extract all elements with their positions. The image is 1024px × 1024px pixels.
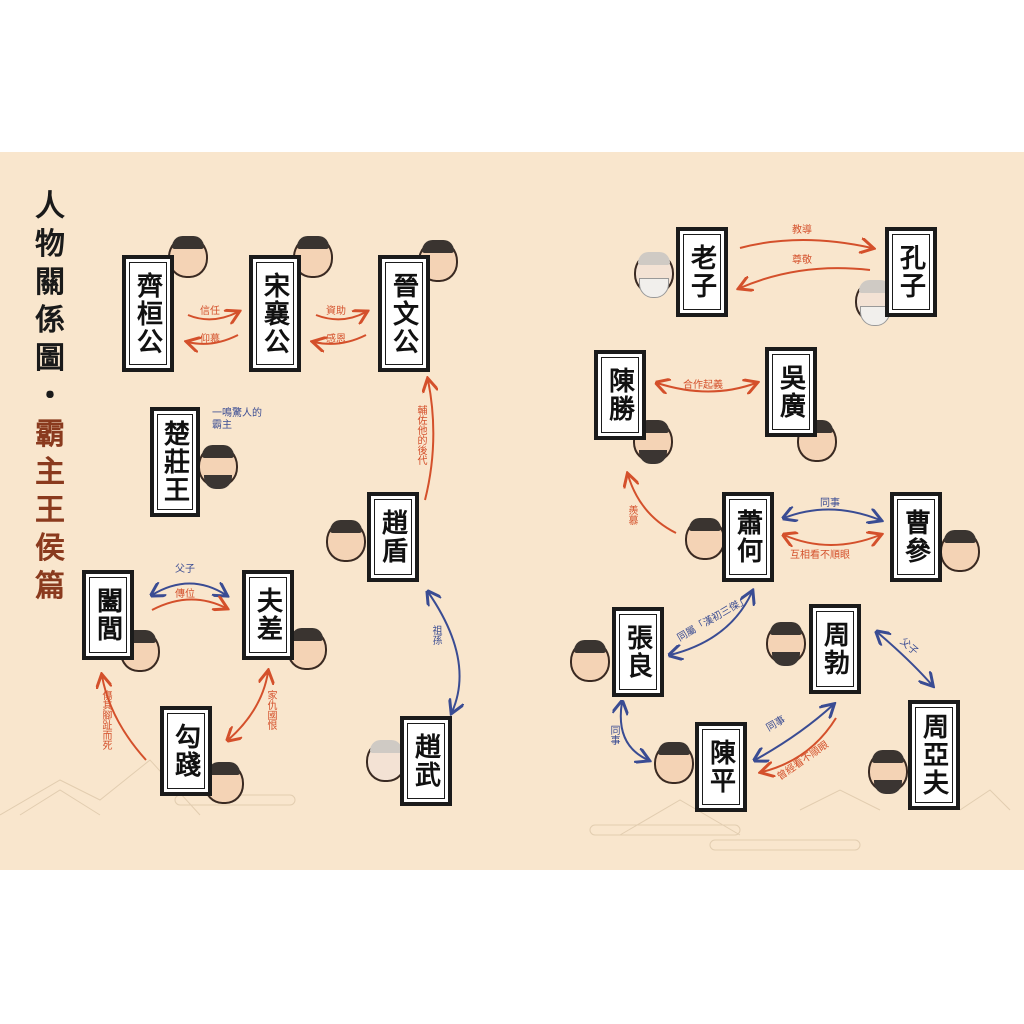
card-song-xiang-gong: 宋襄公 — [249, 255, 301, 372]
zhao-wu-portrait — [366, 740, 406, 782]
arrow-feud — [228, 672, 268, 740]
xiao-he-portrait — [685, 518, 725, 560]
card-zhang-liang: 張良 — [612, 607, 664, 697]
name-label: 周勃 — [819, 621, 850, 677]
arrow-father-son-1 — [152, 584, 226, 596]
label-feud: 家仇國恨 — [265, 690, 276, 730]
arrow-pass-throne — [151, 599, 226, 610]
card-jin-wen-gong: 晉文公 — [378, 255, 430, 372]
label-respect: 尊敬 — [792, 255, 812, 266]
arrow-admire — [188, 334, 239, 344]
card-zhou-ya-fu: 周亞夫 — [908, 700, 960, 810]
name-label: 陳平 — [705, 739, 736, 795]
qi-huan-gong-portrait — [168, 236, 208, 278]
card-zhao-dun: 趙盾 — [367, 492, 419, 582]
arrow-teach — [739, 240, 872, 248]
arrow-dislike-once — [762, 717, 837, 772]
arrow-dislike-mutual — [784, 535, 880, 545]
card-zhou-bo: 周勃 — [809, 604, 861, 694]
chu-zhuang-wang-portrait — [198, 445, 238, 489]
zhang-liang-portrait — [570, 640, 610, 682]
card-zhao-wu: 趙武 — [400, 716, 452, 806]
arrow-grand — [428, 592, 460, 712]
label-chu-note: 一鳴驚人的霸主 — [212, 408, 262, 431]
card-cao-can: 曹參 — [890, 492, 942, 582]
name-label: 周亞夫 — [918, 713, 949, 797]
name-label: 曹參 — [900, 509, 931, 565]
name-label: 蕭何 — [732, 509, 763, 565]
card-fu-chai: 夫差 — [242, 570, 294, 660]
name-label: 孔子 — [895, 244, 926, 300]
title-main: 人物關係圖 — [35, 189, 65, 376]
arrow-colleague-2 — [755, 705, 833, 760]
label-colleague-1: 同事 — [820, 498, 840, 509]
name-label: 趙盾 — [377, 509, 408, 565]
chen-ping-portrait — [654, 742, 694, 784]
label-toe: 傷其腳趾而死 — [100, 690, 111, 750]
name-label: 楚莊王 — [159, 420, 190, 504]
name-label: 闔閭 — [92, 587, 123, 643]
name-label: 張良 — [622, 624, 653, 680]
lao-zi-portrait — [634, 252, 674, 298]
label-assist-heirs: 輔佐他的後代 — [415, 405, 426, 465]
name-label: 勾踐 — [170, 723, 201, 779]
arrow-uprising — [657, 383, 756, 392]
label-dislike-mutual: 互相看不順眼 — [790, 550, 850, 561]
name-label: 陳勝 — [604, 367, 635, 423]
title-sub: 霸主王侯篇 — [35, 417, 65, 604]
name-label: 老子 — [686, 244, 717, 300]
card-xiao-he: 蕭何 — [722, 492, 774, 582]
zhou-ya-fu-portrait — [868, 750, 908, 794]
page-title: 人物關係圖 ・ 霸主王侯篇 — [30, 188, 70, 606]
label-envy: 羨慕 — [626, 505, 637, 525]
label-admire: 仰慕 — [200, 334, 220, 345]
label-trust: 信任 — [200, 306, 220, 317]
card-chen-ping: 陳平 — [695, 722, 747, 812]
arrow-toe — [102, 676, 147, 761]
name-label: 吳廣 — [775, 364, 806, 420]
arrow-fund — [315, 312, 366, 319]
label-grateful: 感恩 — [326, 334, 346, 345]
arrow-trust — [187, 312, 238, 319]
arrow-respect — [740, 267, 871, 288]
zhao-dun-portrait — [326, 520, 366, 562]
card-qi-huan-gong: 齊桓公 — [122, 255, 174, 372]
cao-can-portrait — [940, 530, 980, 572]
label-colleague-3: 同事 — [608, 725, 619, 745]
label-teach: 教導 — [792, 225, 812, 236]
card-gou-jian: 勾踐 — [160, 706, 212, 796]
arrow-envy — [628, 475, 677, 534]
card-chu-zhuang-wang: 楚莊王 — [150, 407, 200, 517]
arrow-three-heroes — [670, 592, 752, 655]
arrow-colleague-3 — [621, 702, 648, 760]
arrow-assist — [425, 380, 433, 501]
card-lao-zi: 老子 — [676, 227, 728, 317]
label-fund: 資助 — [326, 306, 346, 317]
arrow-grateful — [314, 334, 367, 344]
arrow-colleague-1 — [784, 509, 880, 520]
label-grand: 祖孫 — [430, 625, 441, 645]
label-father-son-1: 父子 — [175, 564, 195, 575]
card-kong-zi: 孔子 — [885, 227, 937, 317]
mountain-decoration — [0, 759, 1011, 851]
name-label: 齊桓公 — [132, 271, 163, 356]
label-pass-throne: 傳位 — [175, 589, 195, 600]
zhou-bo-portrait — [766, 622, 806, 666]
label-uprising: 合作起義 — [683, 380, 723, 391]
card-chen-sheng: 陳勝 — [594, 350, 646, 440]
arrow-father-son-2 — [877, 632, 932, 685]
name-label: 晉文公 — [388, 271, 419, 356]
title-dot: ・ — [35, 379, 65, 414]
name-label: 趙武 — [410, 733, 441, 789]
card-wu-guang: 吳廣 — [765, 347, 817, 437]
name-label: 宋襄公 — [259, 271, 290, 356]
card-he-lu: 闔閭 — [82, 570, 134, 660]
name-label: 夫差 — [252, 587, 283, 643]
